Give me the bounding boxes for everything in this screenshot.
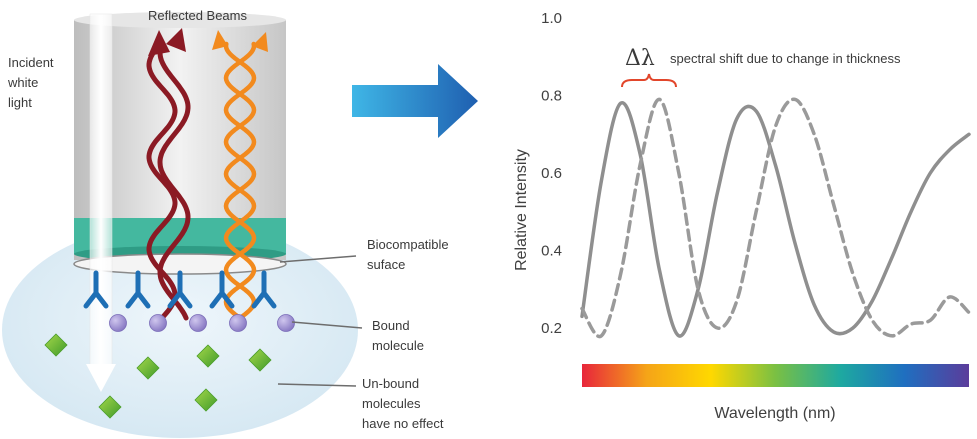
brace-icon	[621, 73, 677, 88]
delta-lambda-symbol: Δλ	[625, 46, 655, 71]
y-tick-label: 0.4	[541, 243, 562, 260]
bound-molecule-label: Bound molecule	[372, 318, 424, 353]
bound-molecule-icon	[189, 314, 207, 332]
y-tick-label: 1.0	[541, 10, 562, 27]
unbound-molecules-label: Un-bound molecules have no effect	[362, 376, 444, 431]
incident-light-label: Incident white light	[7, 55, 57, 110]
y-tick-label: 0.2	[541, 320, 562, 337]
unbound-molecule-icon	[194, 388, 218, 412]
biocompatible-surface-label: Biocompatible suface	[367, 237, 452, 272]
callout-lines	[277, 255, 363, 387]
spectrum-chart: 0.2 0.4 0.6 0.8 1.0 Wavelength (nm) Relative…	[513, 10, 971, 422]
y-axis-title: Relative Intensity	[513, 149, 530, 271]
bound-molecule-row	[109, 314, 295, 332]
solid-spectrum-line	[580, 101, 971, 338]
bound-molecule-icon	[149, 314, 167, 332]
up-arrow-icon	[252, 32, 268, 52]
down-arrow-icon	[86, 364, 116, 392]
bound-molecule-icon	[229, 314, 247, 332]
antibody-icon	[251, 270, 277, 309]
bound-molecule-icon	[277, 314, 295, 332]
reflected-beams-label: Reflected Beams	[148, 8, 247, 23]
y-tick-label: 0.6	[541, 165, 562, 182]
reflected-beam-dark-2	[157, 45, 191, 321]
unbound-molecule-group	[44, 333, 272, 419]
reflected-beam-orange-1	[223, 41, 257, 321]
antibody-icon	[167, 270, 193, 309]
reflected-beam-orange-2	[223, 41, 257, 321]
reflected-beams	[146, 28, 268, 321]
unbound-molecule-icon	[98, 395, 122, 419]
spectral-shift-annotation: spectral shift due to change in thicknes…	[670, 51, 901, 66]
up-arrow-icon	[166, 28, 186, 52]
dashed-spectrum-line	[580, 97, 971, 339]
unbound-molecule-icon	[44, 333, 68, 357]
bound-molecule-icon	[109, 314, 127, 332]
y-tick-label: 0.8	[541, 88, 562, 105]
right-arrow-icon	[352, 64, 478, 138]
sensor-diagram: Reflected Beams Incident white light Bio…	[2, 8, 452, 438]
antibody-icon	[209, 270, 235, 309]
up-arrow-icon	[148, 30, 170, 56]
spectrum-bar	[582, 364, 969, 387]
unbound-molecule-icon	[136, 356, 160, 380]
unbound-molecule-icon	[196, 344, 220, 368]
reflected-beam-dark-1	[146, 51, 178, 321]
series-layer	[580, 97, 971, 339]
y-axis: 0.2 0.4 0.6 0.8 1.0	[541, 10, 562, 337]
up-arrow-icon	[212, 30, 228, 50]
x-axis-title: Wavelength (nm)	[714, 405, 835, 422]
antibody-icon	[125, 270, 151, 309]
unbound-molecule-icon	[248, 348, 272, 372]
antibody-icon	[83, 270, 109, 309]
antibody-row	[83, 270, 277, 309]
incident-light-beam	[86, 13, 116, 392]
shift-annotation: Δλ spectral shift due to change in thick…	[621, 46, 901, 88]
